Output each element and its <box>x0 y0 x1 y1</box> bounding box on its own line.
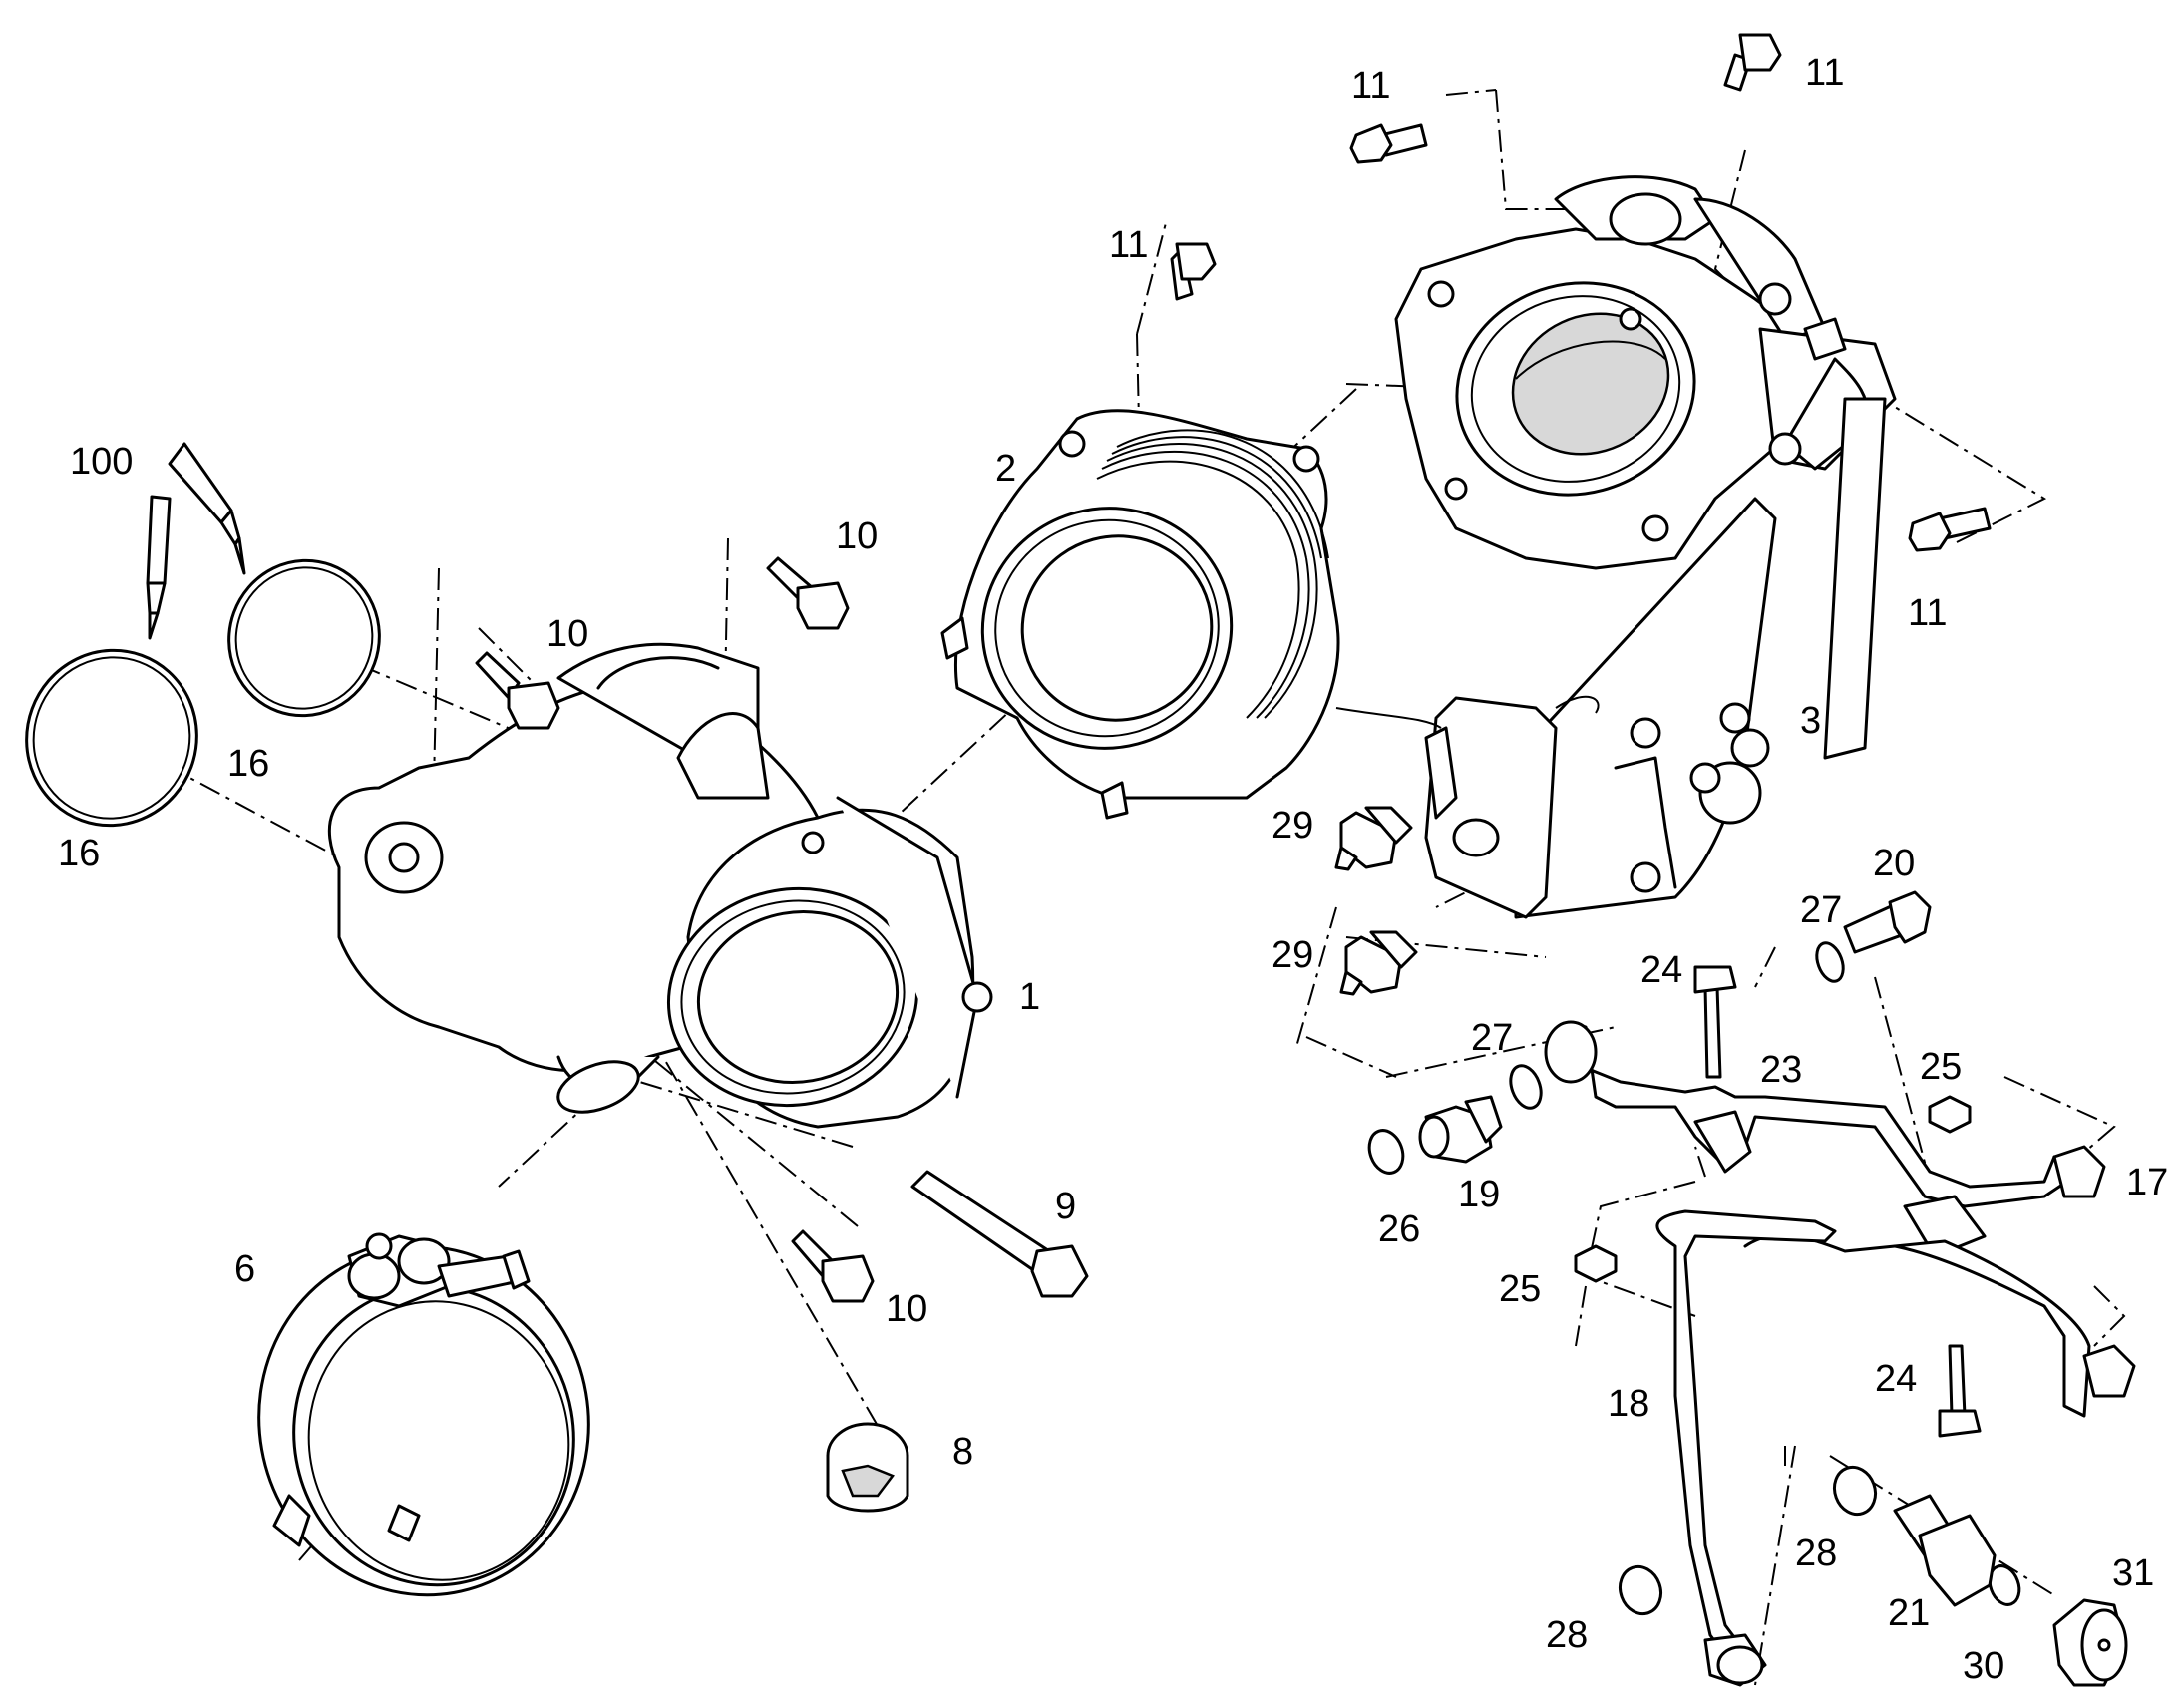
plug-part-8 <box>826 1422 909 1513</box>
callout-31: 31 <box>2112 1552 2154 1594</box>
banjo-bolt-part-20 <box>1843 890 1932 954</box>
callout-19: 19 <box>1458 1174 1500 1215</box>
washer-part-28-b <box>1618 1564 1663 1616</box>
sensor-part-29-b <box>1339 930 1418 996</box>
washer-part-27-b <box>1509 1064 1543 1110</box>
callout-24-upper: 24 <box>1640 949 1682 991</box>
nut-part-25-b <box>1574 1244 1618 1283</box>
callout-28-right: 28 <box>1795 1533 1837 1574</box>
callout-25-lower: 25 <box>1499 1268 1541 1310</box>
callout-2: 2 <box>995 448 1016 490</box>
callout-8: 8 <box>952 1431 973 1473</box>
callout-17: 17 <box>2126 1162 2168 1203</box>
o-ring-part-16-right <box>227 558 381 718</box>
callout-23: 23 <box>1760 1049 1802 1091</box>
washer-part-28-a <box>1832 1465 1878 1517</box>
callout-10-bottom: 10 <box>886 1288 927 1330</box>
bellows-tube-part-2 <box>940 409 1340 820</box>
callout-28-left: 28 <box>1546 1614 1588 1656</box>
bolt-part-11-c <box>1723 33 1782 92</box>
bolt-part-11-d <box>1908 507 1992 552</box>
bolt-part-24-b <box>1938 1344 1982 1438</box>
bolt-part-24-a <box>1693 965 1737 1079</box>
callout-27-upper: 27 <box>1800 889 1842 931</box>
pipe-part-17 <box>1743 1233 2136 1418</box>
v-band-clamp-part-6 <box>257 1232 590 1597</box>
callout-3: 3 <box>1800 700 1821 742</box>
washer-part-30 <box>1988 1564 2021 1606</box>
bolt-part-11-b <box>1349 123 1428 164</box>
bolt-part-10-b <box>475 651 560 730</box>
bellows-ribs <box>1096 429 1329 719</box>
bolt-part-10-c <box>791 1229 875 1303</box>
bolt-part-11-a <box>1170 242 1217 301</box>
callout-6: 6 <box>234 1248 255 1290</box>
callout-100: 100 <box>70 441 133 483</box>
fitting-part-19 <box>1418 1095 1503 1164</box>
callout-20: 20 <box>1873 843 1915 884</box>
callout-11-right: 11 <box>1908 592 1947 634</box>
fitting-part-21 <box>1893 1494 1997 1607</box>
callout-21: 21 <box>1888 1592 1930 1634</box>
callout-9: 9 <box>1055 1186 1076 1227</box>
callout-1: 1 <box>1019 976 1040 1018</box>
washer-part-27-a <box>1815 941 1845 983</box>
callout-26: 26 <box>1378 1208 1420 1250</box>
callout-30: 30 <box>1963 1645 2004 1687</box>
callout-25-upper: 25 <box>1920 1046 1962 1088</box>
valve-actuator-part-3 <box>1335 175 1897 919</box>
bracket-part-23 <box>1903 1195 1987 1258</box>
pipe-part-23 <box>1544 1020 2106 1208</box>
callout-11-upper-left: 11 <box>1109 224 1148 266</box>
callout-11-top-left: 11 <box>1351 65 1390 107</box>
callout-27-lower: 27 <box>1471 1017 1513 1059</box>
callout-29-lower: 29 <box>1272 934 1313 976</box>
plug-part-31 <box>2052 1598 2128 1687</box>
callout-24-lower: 24 <box>1875 1358 1917 1400</box>
pipe-part-18 <box>1655 1209 1837 1687</box>
callout-16-right: 16 <box>227 743 269 785</box>
callout-11-top-right: 11 <box>1805 52 1844 94</box>
sensor-part-29-a <box>1334 806 1413 871</box>
callout-10-middle: 10 <box>546 613 588 655</box>
callout-labels: 100 16 16 10 10 10 2 11 11 11 11 1 3 9 6… <box>58 52 2168 1687</box>
housing-part-1 <box>327 642 993 1129</box>
nut-part-25-a <box>1928 1095 1972 1134</box>
bolt-part-10-a <box>766 556 850 630</box>
callout-29-upper: 29 <box>1272 805 1313 847</box>
callout-18: 18 <box>1608 1383 1649 1425</box>
callout-10-top: 10 <box>836 515 878 557</box>
washer-part-26 <box>1367 1129 1405 1175</box>
o-ring-part-16-left <box>25 648 198 828</box>
sealant-tube-part-100 <box>146 442 246 640</box>
bolt-part-9 <box>910 1170 1089 1298</box>
callout-16-left: 16 <box>58 833 100 874</box>
